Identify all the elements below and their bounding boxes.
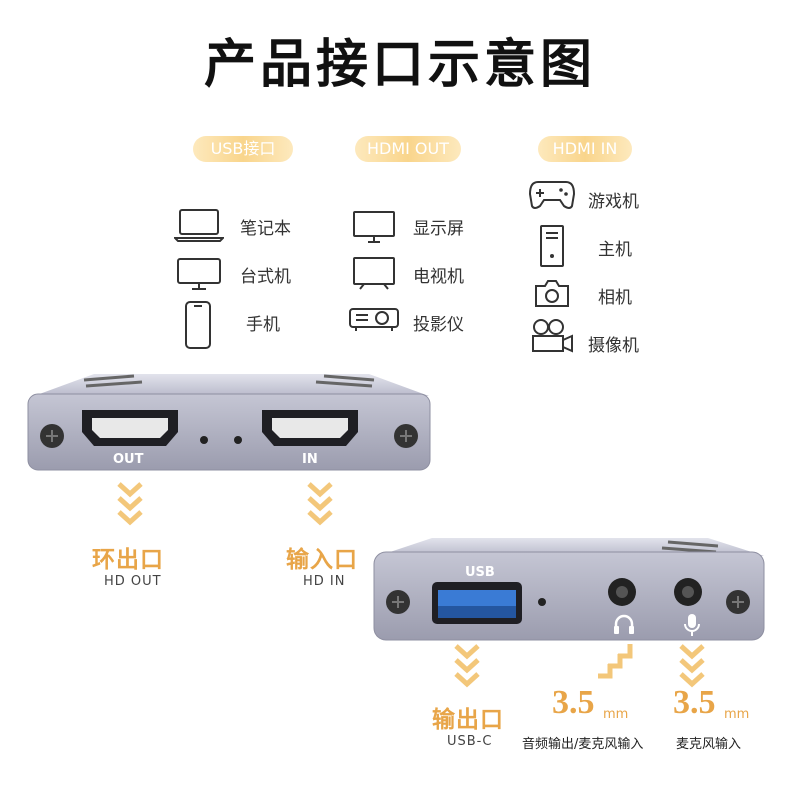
mic-jack-caption: 麦克风输入: [676, 737, 742, 752]
callout-output: 输出口: [432, 707, 504, 733]
phone-icon: [185, 301, 211, 349]
arrow-down-icon: [117, 482, 143, 526]
headphones-icon: [614, 614, 634, 634]
device-laptop: 笔记本: [240, 219, 291, 239]
back-panel-device: [373, 538, 765, 641]
desktop-monitor-icon: [177, 258, 221, 290]
front-panel-device: [27, 374, 431, 471]
port-label-in: IN: [302, 452, 318, 467]
device-camcorder: 摄像机: [588, 336, 639, 356]
device-desktop: 台式机: [240, 267, 291, 287]
port-label-usb: USB: [465, 565, 495, 580]
projector-icon: [349, 308, 399, 331]
callout-loop-out: 环出口: [92, 547, 164, 573]
tv-icon: [353, 257, 395, 290]
arrow-down-icon: [307, 482, 333, 526]
arrow-down-left-icon: [598, 644, 633, 679]
laptop-icon: [174, 209, 224, 242]
port-label-out: OUT: [113, 452, 144, 467]
device-host: 主机: [598, 240, 632, 260]
device-projector: 投影仪: [413, 315, 464, 335]
display-screen-icon: [353, 211, 395, 243]
pc-tower-icon: [540, 225, 564, 267]
audio-jack-unit: mm: [603, 707, 629, 722]
arrow-down-icon: [454, 644, 480, 688]
callout-loop-out-en: HD OUT: [104, 574, 162, 589]
pill-hdmi-out: HDMI OUT: [355, 136, 461, 162]
camera-icon: [535, 280, 569, 307]
gamepad-icon: [528, 181, 576, 209]
audio-jack-size: 3.5: [552, 684, 595, 721]
device-tv: 电视机: [413, 267, 464, 287]
pill-usb: USB接口: [193, 136, 293, 162]
mic-jack-unit: mm: [724, 707, 750, 722]
pill-hdmi-in: HDMI IN: [538, 136, 632, 162]
device-camera: 相机: [598, 288, 632, 308]
callout-output-en: USB-C: [447, 734, 493, 749]
callout-input: 输入口: [286, 547, 358, 573]
microphone-icon: [684, 614, 700, 636]
audio-jack-caption: 音频输出/麦克风输入: [522, 737, 644, 752]
mic-jack-size: 3.5: [673, 684, 716, 721]
device-display: 显示屏: [413, 219, 464, 239]
device-phone: 手机: [246, 315, 280, 335]
page-title: 产品接口示意图: [203, 35, 596, 95]
arrow-down-icon: [679, 644, 705, 688]
callout-input-en: HD IN: [303, 574, 346, 589]
video-camera-icon: [532, 319, 573, 353]
device-game-console: 游戏机: [588, 192, 639, 212]
